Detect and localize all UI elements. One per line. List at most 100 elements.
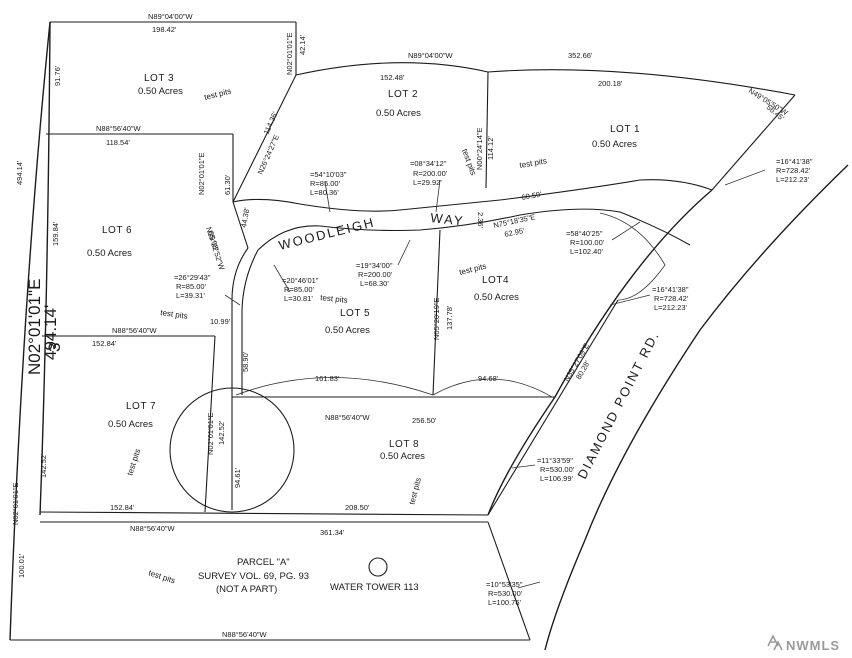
- dist-44: 44.38': [239, 206, 251, 228]
- bearing-n88-lot8: N88°56'40"W: [325, 413, 371, 422]
- curve-c54-delta: =54°10'03": [310, 170, 347, 179]
- bearing-n02-left: N02°01'01"E: [11, 482, 20, 525]
- curve-c11-r: R=530.00': [540, 465, 575, 474]
- curve-c26-delta: =26°29'43": [174, 273, 211, 282]
- curve-c54-l: L=80.36': [310, 188, 339, 197]
- dist-200: 200.18': [598, 79, 623, 88]
- nwmls-watermark: NWMLS: [767, 634, 840, 653]
- curve-c26-r: R=85.00': [176, 282, 207, 291]
- bearing-n89-mid: N89°04'00"W: [408, 51, 454, 60]
- dist-494: 494.14': [15, 160, 24, 185]
- dist-42: 42.14': [298, 34, 307, 55]
- test-pits-lot5: test pits: [320, 293, 348, 305]
- boundary-lines: [9, 21, 849, 651]
- curve-c26-l: L=39.31': [176, 291, 205, 300]
- curve-c08-r: R=200.00': [413, 169, 448, 178]
- dist-overlay-494: 494.14': [41, 305, 60, 360]
- curve-c16b-r: R=728.42': [654, 294, 689, 303]
- dist-2-36: 2.36': [476, 212, 485, 229]
- curve-c11-delta: =11°33'59": [537, 456, 573, 465]
- lot-1-acres: 0.50 Acres: [592, 139, 637, 150]
- dist-118: 118.54': [106, 138, 130, 147]
- test-pits-lot6: test pits: [160, 308, 189, 321]
- way-road-label: WAY: [430, 210, 466, 228]
- bearing-n89-top: N89°04'00"W: [148, 12, 194, 21]
- bearing-n88-bottom: N88°56'40"W: [222, 630, 268, 639]
- bearing-n26: N26°24'27"E: [256, 133, 282, 176]
- bearing-n05: N05°20'19"E: [432, 297, 441, 340]
- dist-overlay-3: 3: [45, 343, 64, 352]
- curve-c19-r: R=200.00': [358, 270, 393, 279]
- nwmls-watermark-text: NWMLS: [786, 638, 840, 653]
- bearing-n02-top: N02°01'01"E: [285, 32, 294, 75]
- nwmls-logo-icon: [767, 634, 783, 651]
- curve-c19-delta: =19°34'00": [356, 261, 393, 270]
- test-pits-lot3: test pits: [203, 87, 232, 102]
- dist-61: 61.30': [223, 174, 232, 195]
- parcel-name: PARCEL "A": [237, 557, 290, 568]
- dist-198: 198.42': [152, 25, 177, 34]
- curve-c10-r: R=530.00': [488, 589, 523, 598]
- curve-c11-l: L=106.99': [540, 474, 573, 483]
- dist-114-36: 114.36': [262, 110, 280, 136]
- dist-137: 137.78': [445, 305, 454, 330]
- curve-c58-l: L=102.40': [570, 247, 603, 256]
- curve-c16a-delta: =16°41'38": [776, 157, 813, 166]
- parcel-note: (NOT A PART): [216, 584, 277, 595]
- curve-c54-r: R=85.00': [310, 179, 341, 188]
- lot-4-label: LOT4: [482, 275, 509, 286]
- test-pits-lot1: test pits: [519, 156, 548, 170]
- curve-c10-l: L=100.76': [488, 598, 521, 607]
- dist-161: 161.83': [315, 374, 340, 383]
- dist-91: 91.76': [53, 65, 62, 86]
- lot-6-label: LOT 6: [102, 225, 132, 236]
- lot-7-acres: 0.50 Acres: [108, 419, 153, 430]
- woodleigh-road-label: WOODLEIGH: [277, 214, 377, 252]
- bearing-n00: N00°24'14"E: [475, 127, 484, 170]
- dist-208: 208.50': [345, 503, 370, 512]
- bearing-n88-lot6: N88°56'40"W: [96, 124, 142, 133]
- dist-152-84a: 152.84': [92, 339, 117, 348]
- curve-c16b-delta: =16°41'38": [652, 285, 689, 294]
- curve-c08-delta: =08°34'12": [410, 159, 447, 168]
- bearing-n02-main: N02°01'01"E: [25, 279, 44, 375]
- dist-159: 159.84': [51, 221, 60, 246]
- dist-58: 58.90': [241, 351, 250, 372]
- dist-100: 100.01': [17, 553, 26, 578]
- bearing-n02-lot7: N02°01'01"E: [206, 412, 215, 455]
- leader-lines: [224, 169, 766, 589]
- dist-142-52b: 142.52': [217, 420, 226, 445]
- curve-c08-l: L=29.92': [413, 178, 442, 187]
- curve-c10-delta: =10°53'35": [486, 580, 523, 589]
- dist-152-48: 152.48': [380, 73, 405, 82]
- dist-94-61: 94.61': [233, 467, 242, 488]
- lot-labels: LOT 1 0.50 Acres LOT 2 0.50 Acres LOT 3 …: [87, 73, 640, 462]
- lot-5-acres: 0.50 Acres: [325, 325, 370, 336]
- lot-3-label: LOT 3: [144, 73, 174, 84]
- lot-6-acres: 0.50 Acres: [87, 248, 132, 259]
- woodleigh-way-road: [231, 179, 713, 397]
- curve-c19-l: L=68.30': [360, 279, 389, 288]
- lot-2-acres: 0.50 Acres: [376, 108, 421, 119]
- curve-c20-l: L=30.81': [284, 294, 313, 303]
- dist-361: 361.34': [320, 528, 345, 537]
- test-pits-lot7: test pits: [125, 448, 142, 477]
- curve-c20-r: R=85.00': [284, 285, 315, 294]
- curve-c16b-l: L=212.23': [654, 303, 687, 312]
- lot-8-acres: 0.50 Acres: [380, 451, 425, 462]
- lot-7-label: LOT 7: [126, 401, 156, 412]
- test-pits-parcel: test pits: [147, 568, 176, 585]
- curve-c16a-r: R=728.42': [776, 166, 811, 175]
- dist-60: 60.59': [521, 189, 543, 201]
- bearing-n02-lot6: N02°01'01"E: [197, 152, 206, 195]
- lot-3-acres: 0.50 Acres: [138, 86, 183, 97]
- curve-labels: =54°10'03" R=85.00' L=80.36' =08°34'12" …: [174, 157, 813, 607]
- lot-4-acres: 0.50 Acres: [474, 292, 519, 303]
- lot-1-label: LOT 1: [610, 124, 640, 135]
- bearing-n88-lot7: N88°56'40"W: [112, 326, 158, 335]
- water-tower-circle: [368, 557, 388, 577]
- dist-256: 256.50': [412, 416, 437, 425]
- parcel-survey: SURVEY VOL. 69, PG. 93: [198, 571, 309, 582]
- dist-62: 62.95': [504, 226, 526, 239]
